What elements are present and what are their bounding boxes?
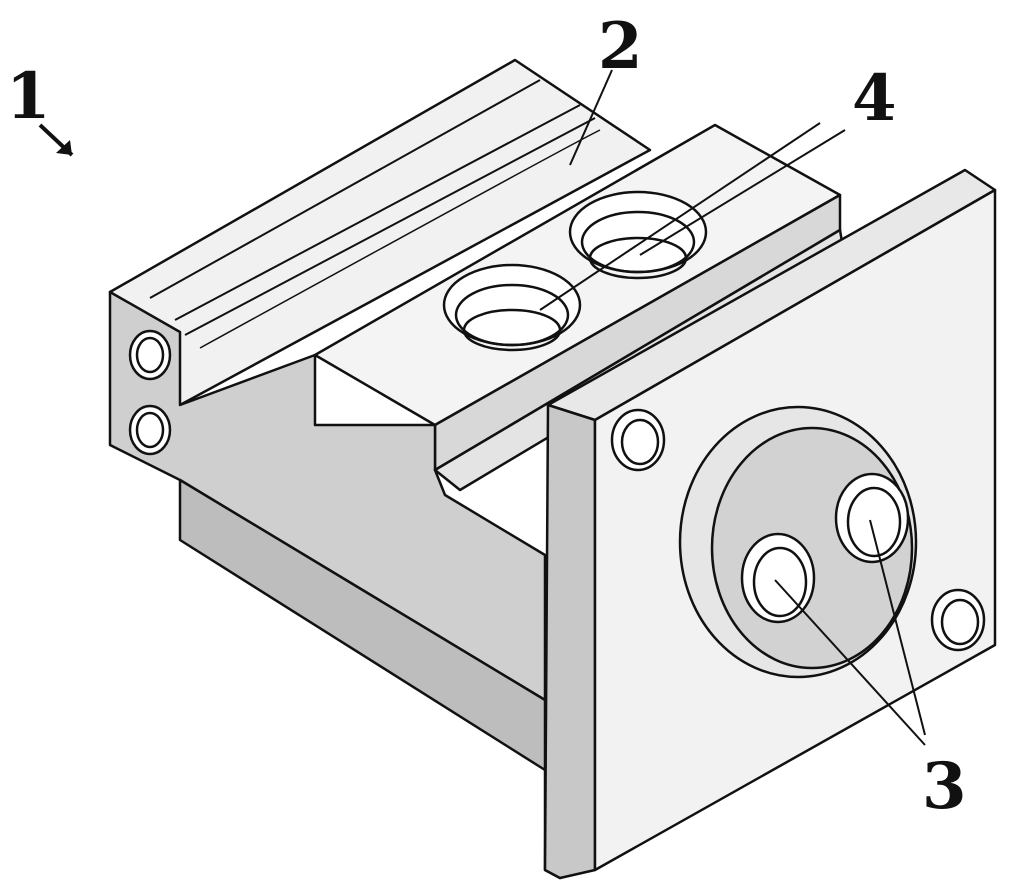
label-4: 4 [852, 61, 897, 136]
leader-3a [774, 579, 926, 746]
leader-4a [539, 122, 821, 311]
leader-2 [569, 69, 613, 166]
rail-groove [149, 79, 596, 336]
leader-4b [639, 129, 846, 256]
label-2: 2 [598, 9, 643, 84]
leader-3b [869, 519, 926, 736]
label-3: 3 [922, 749, 967, 824]
label-1: 1 [6, 59, 51, 134]
